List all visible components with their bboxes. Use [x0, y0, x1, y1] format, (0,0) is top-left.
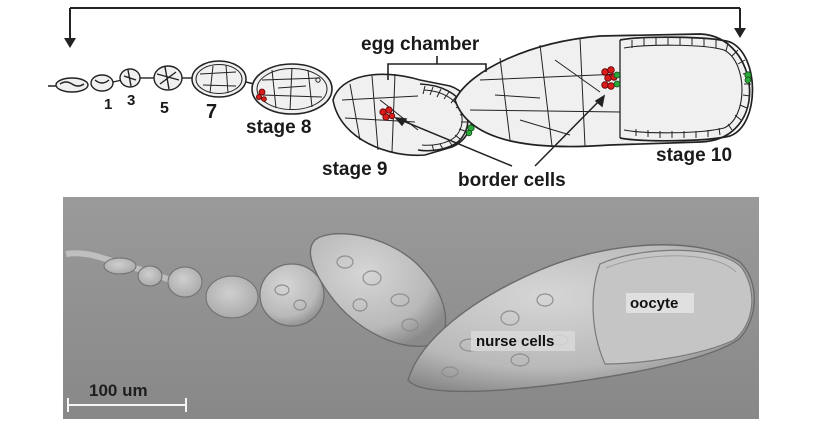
- germarium: [48, 65, 192, 93]
- egg-chamber-label: egg chamber: [361, 34, 480, 55]
- top-bracket-arrow: [64, 7, 746, 48]
- scale-bar-label: 100 um: [89, 381, 148, 400]
- scale-bar: 100 um: [67, 381, 187, 412]
- stage-7-chamber: [191, 60, 255, 98]
- egg-chamber-bracket: [387, 56, 487, 80]
- nurse-cells-label: nurse cells: [476, 333, 554, 350]
- stage-10-chamber: [454, 33, 754, 148]
- stage-number-1: 1: [104, 96, 112, 113]
- stage-number-5: 5: [160, 100, 169, 117]
- oocyte-label: oocyte: [630, 295, 678, 312]
- nurse-cells-tag: nurse cells: [471, 331, 575, 351]
- stage-9-label: stage 9: [322, 159, 387, 180]
- stage-number-3: 3: [127, 92, 135, 109]
- stage-8-chamber: [251, 63, 333, 115]
- stage-number-7: 7: [206, 101, 217, 123]
- oocyte-tag: oocyte: [626, 293, 694, 313]
- border-cells-arrows: [394, 94, 606, 167]
- border-cells-label: border cells: [458, 170, 566, 191]
- stage-9-chamber: [332, 73, 475, 157]
- stage-8-label: stage 8: [246, 117, 311, 138]
- stage-10-label: stage 10: [656, 145, 732, 166]
